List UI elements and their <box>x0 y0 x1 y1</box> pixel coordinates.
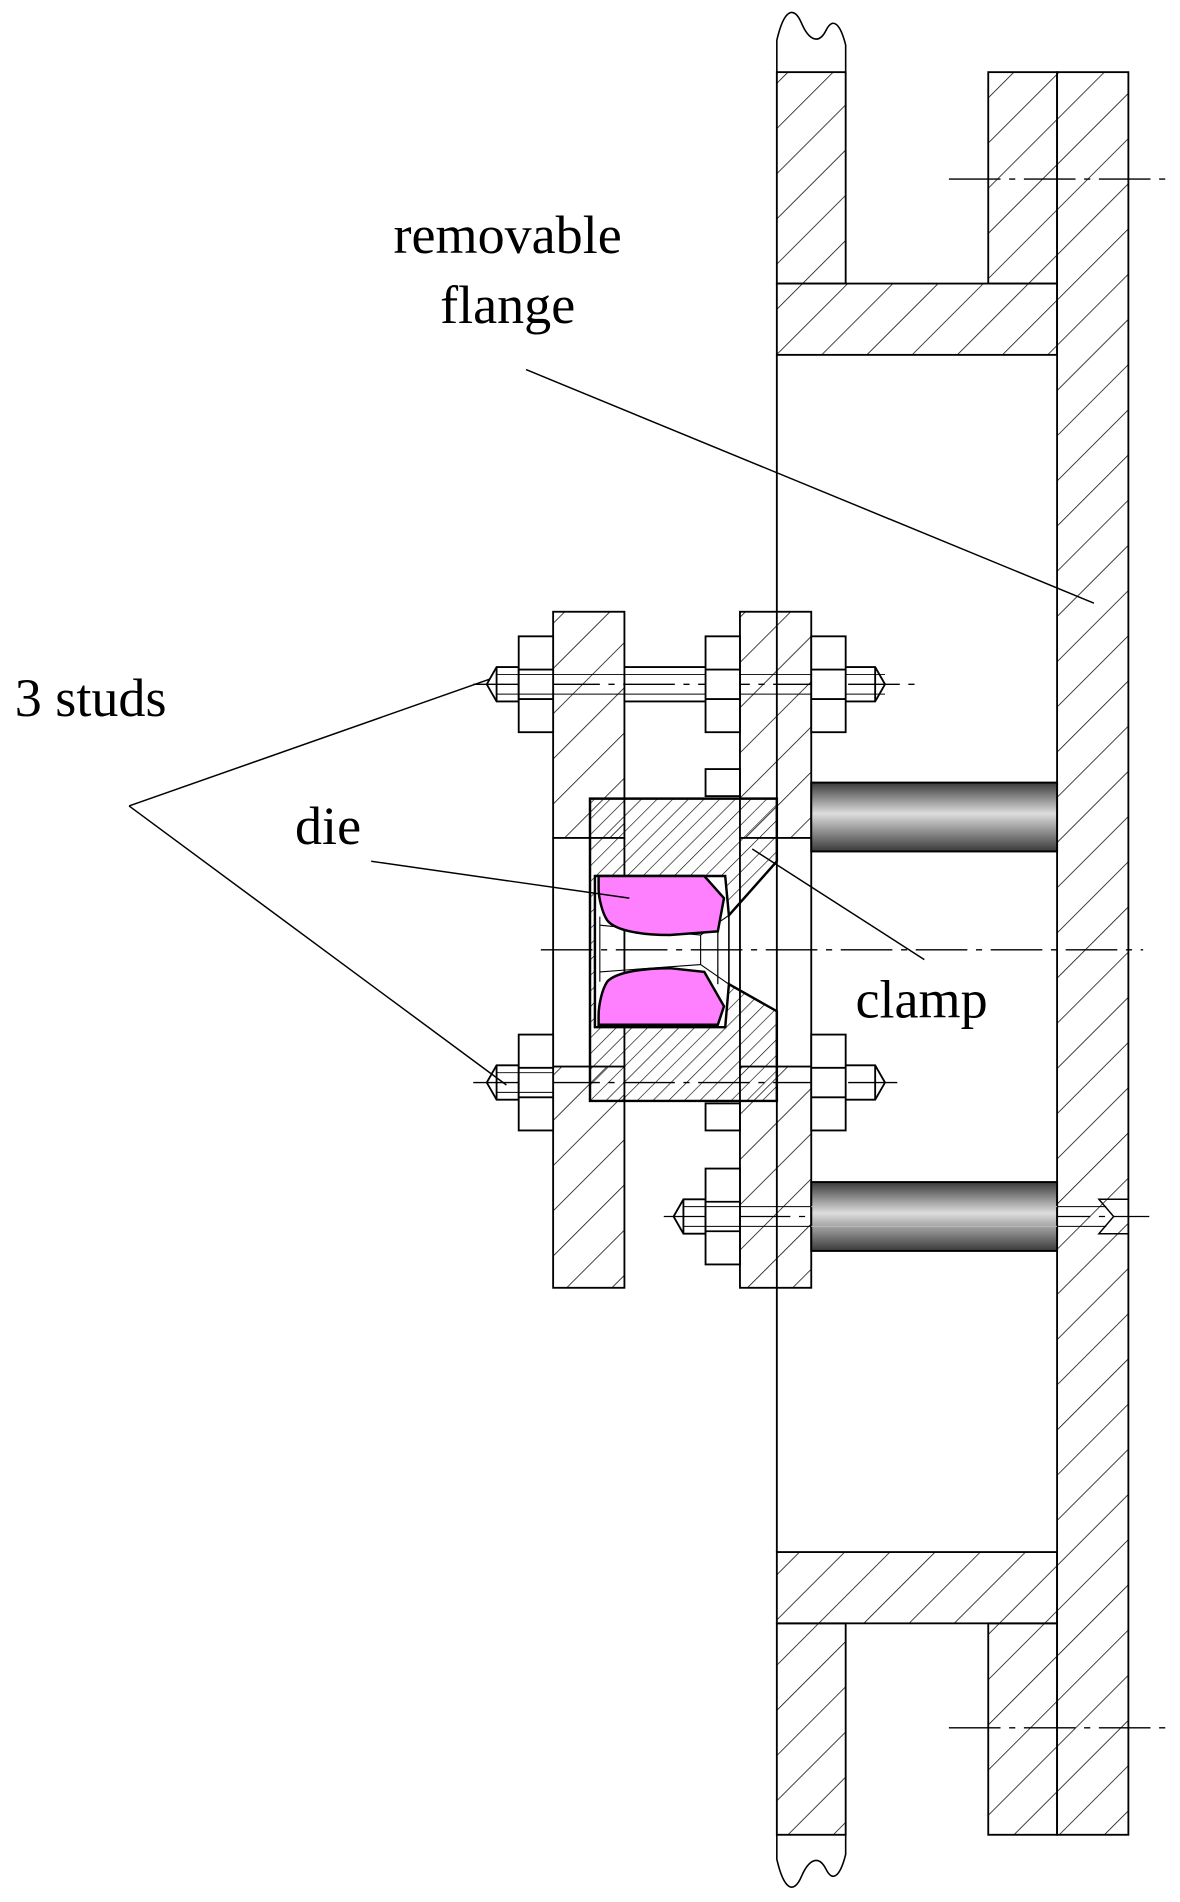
removable-flange-body <box>775 71 1130 1836</box>
standoff-rod-lower <box>810 1181 1059 1252</box>
stud-top <box>485 635 887 734</box>
stud-middle <box>485 1033 887 1132</box>
label-removable: removable <box>394 205 622 265</box>
top-break-line <box>776 11 847 73</box>
die-insert <box>597 874 726 1026</box>
leader-lines <box>128 368 1095 1086</box>
label-die: die <box>295 796 361 856</box>
clamp-body <box>588 797 779 1103</box>
bottom-break-line <box>776 1834 847 1888</box>
standoff-rod-upper <box>810 781 1059 853</box>
label-clamp: clamp <box>856 969 988 1029</box>
outer-clamp-plate <box>552 610 626 1289</box>
label-flange: flange <box>440 275 575 335</box>
label-3-studs: 3 studs <box>15 668 167 728</box>
